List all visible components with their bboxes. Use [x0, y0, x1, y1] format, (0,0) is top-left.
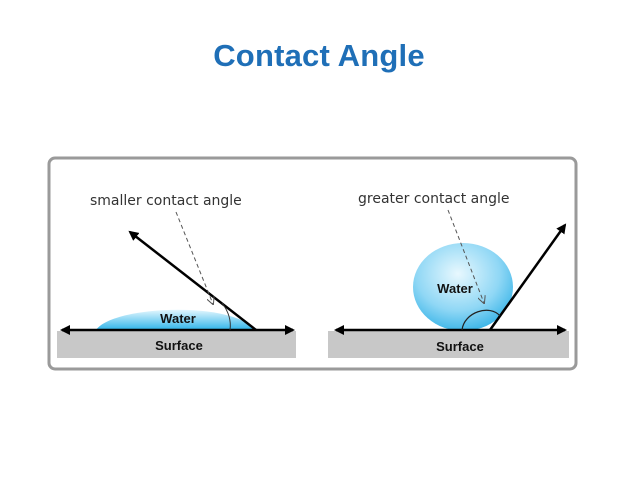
left-caption-pointer: [175, 211, 213, 304]
left-surface-label: Surface: [155, 338, 203, 353]
right-surface-label: Surface: [436, 339, 484, 354]
right-caption-pointer: [447, 209, 484, 303]
right-caption: greater contact angle: [358, 191, 510, 207]
left-panel: Surface Water smaller contact angle: [57, 193, 296, 358]
page-title: Contact Angle: [213, 38, 425, 73]
right-water-label: Water: [437, 281, 473, 296]
left-angle-arc: [221, 302, 231, 331]
right-tangent-arrow: [488, 223, 567, 331]
left-tangent-arrow: [128, 230, 257, 331]
left-water-droplet: [96, 309, 256, 330]
right-surface: [328, 331, 569, 358]
right-water-droplet: [413, 243, 513, 331]
right-angle-arc: [461, 309, 501, 331]
right-panel: Surface Water greater contact angle: [328, 191, 569, 358]
left-surface: [57, 331, 296, 358]
left-caption: smaller contact angle: [90, 193, 242, 209]
left-water-label: Water: [160, 311, 196, 326]
